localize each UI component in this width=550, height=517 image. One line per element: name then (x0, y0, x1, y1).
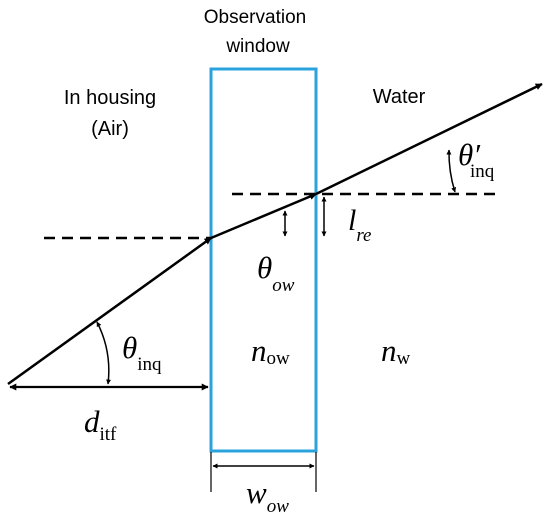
ray-window (210, 192, 317, 240)
w-ow-label: wow (246, 475, 289, 517)
theta-ow-sub: ow (272, 275, 295, 296)
theta-inq-angle-arc (96, 321, 112, 385)
water-label: Water (373, 86, 426, 108)
d-itf-base: d (84, 404, 100, 439)
theta-ow-base: θ (257, 250, 272, 285)
d-itf-sub: itf (100, 424, 118, 445)
theta-ow-label: θow (257, 250, 295, 296)
ray-air (7, 236, 212, 386)
theta-inq-label: θinq (122, 330, 162, 375)
window-title-line2: window (225, 36, 290, 57)
housing-label-line2: (Air) (91, 118, 129, 140)
theta-inq-prime-sub: inq (470, 161, 495, 182)
n-ow-sub: ow (267, 348, 291, 369)
n-ow-base: n (251, 333, 267, 368)
w-ow-base: w (246, 475, 267, 510)
theta-inq-sub: inq (137, 354, 162, 375)
l-re-sub: re (356, 225, 371, 246)
l-re-base: l (348, 204, 356, 237)
theta-inq-prime-base: θ′ (458, 137, 481, 172)
n-w-base: n (381, 333, 397, 368)
w-ow-sub: ow (267, 496, 290, 517)
d-itf-label: ditf (84, 404, 117, 445)
housing-label-line1: In housing (64, 87, 156, 109)
n-ow-label: now (251, 333, 290, 369)
theta-inq-prime-angle-arc (446, 149, 457, 193)
n-w-label: nw (381, 333, 411, 369)
n-w-sub: w (397, 348, 411, 369)
l-re-label: lre (348, 204, 371, 246)
observation-window (209, 67, 318, 453)
window-title-line1: Observation (204, 7, 306, 28)
theta-inq-base: θ (122, 330, 137, 365)
ray-water (315, 82, 543, 196)
theta-inq-prime-label: θ′inq (458, 137, 495, 182)
